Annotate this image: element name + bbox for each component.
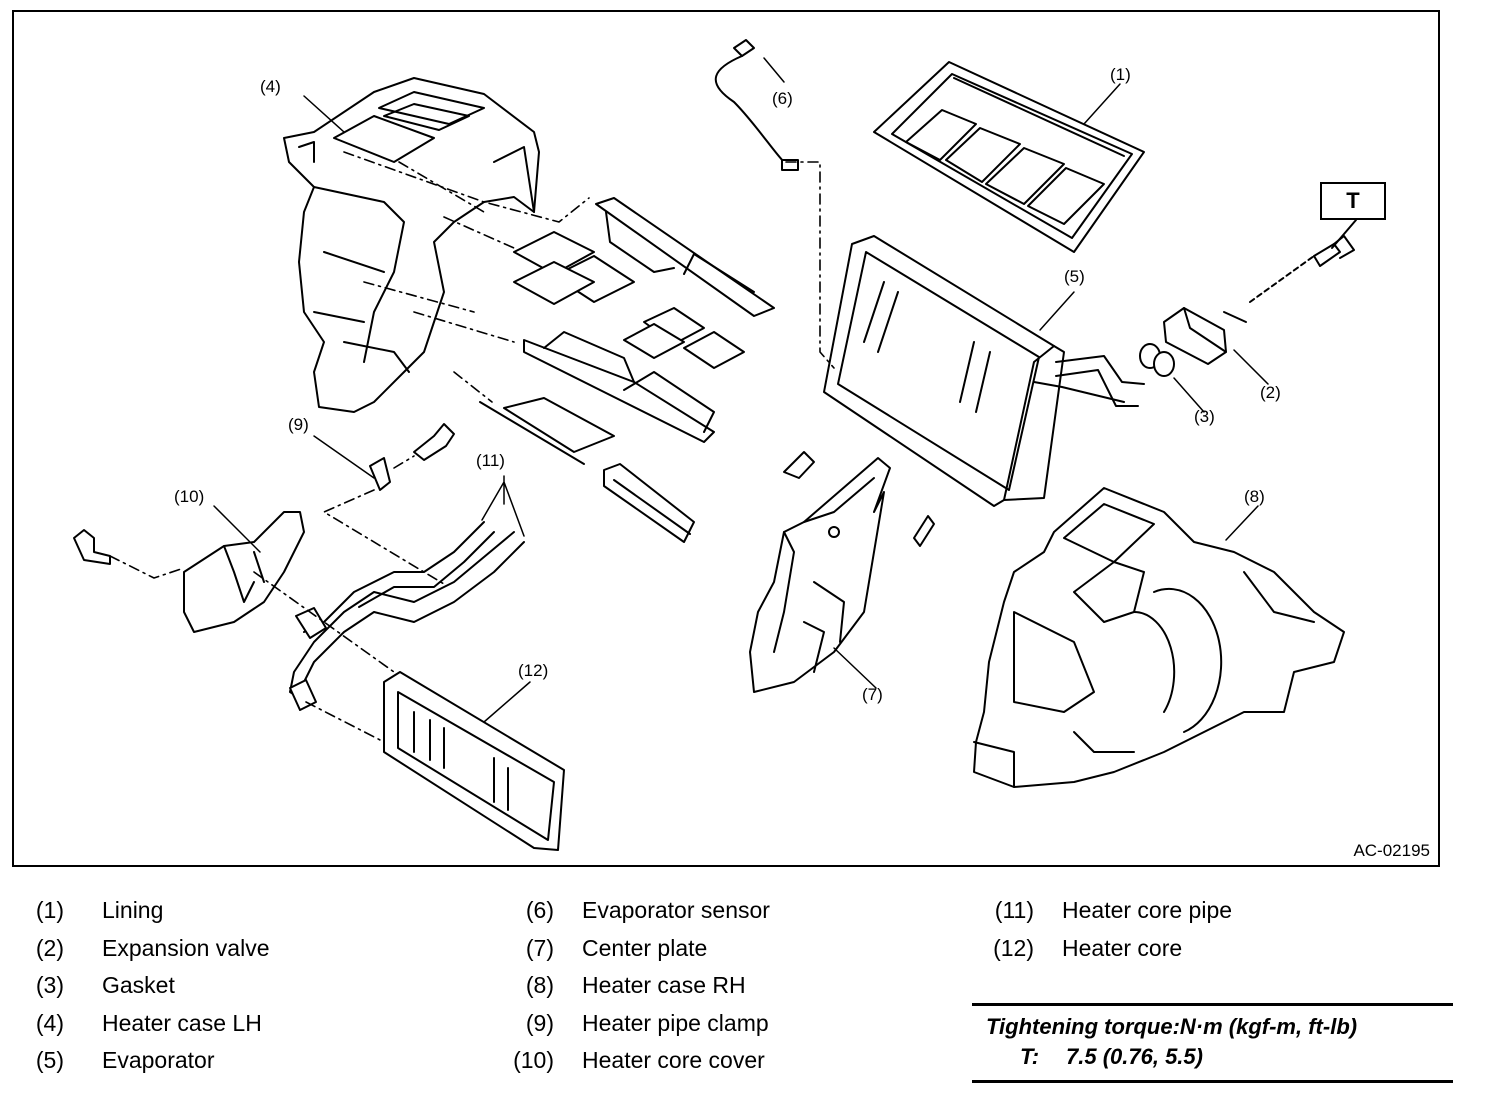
legend-column-3: (11) Heater core pipe (12) Heater core (970, 897, 1232, 972)
legend-column-2: (6) Evaporator sensor (7) Center plate (8)… (490, 897, 770, 1085)
torque-value: 7.5 (0.76, 5.5) (1066, 1044, 1203, 1069)
callout-10: (10) (174, 487, 205, 506)
legend-label: Expansion valve (102, 934, 270, 961)
legend-item: (3) Gasket (0, 972, 270, 1010)
legend-number: (10) (513, 1047, 554, 1073)
callout-3: (3) (1194, 407, 1215, 426)
legend-label: Lining (102, 897, 164, 923)
legend-label: Heater core pipe (1062, 897, 1233, 923)
legend-label: Heater case RH (582, 972, 746, 998)
legend-label: Gasket (102, 972, 175, 998)
legend-number: (1) (35, 897, 64, 923)
callout-7: (7) (862, 685, 883, 704)
callout-8: (8) (1244, 487, 1265, 506)
heater-core-cover-drawing (73, 511, 305, 633)
torque-value-row: T: 7.5 (0.76, 5.5) (972, 1044, 1453, 1080)
bolt-drawing (1249, 219, 1357, 303)
legend-item: (7) Center plate (490, 935, 770, 973)
heater-core-drawing (383, 671, 565, 851)
legend-number: (4) (35, 1009, 64, 1036)
legend-item: (8) Heater case RH (490, 972, 770, 1010)
heater-case-lh-drawing (283, 77, 540, 413)
legend-item: (9) Heater pipe clamp (490, 1010, 770, 1048)
callout-9: (9) (288, 415, 309, 434)
legend-number: (2) (35, 934, 64, 961)
torque-label: T: (1020, 1044, 1040, 1069)
callout-5: (5) (1064, 267, 1085, 286)
legend-label: Heater pipe clamp (582, 1009, 769, 1036)
legend-label: Heater case LH (102, 1009, 262, 1036)
heater-case-rh-drawing (973, 487, 1345, 788)
legend-number: (5) (35, 1047, 64, 1073)
exploded-diagram-frame: (4) (6) (1) (5) (2) (3) (8) (7) (9) (11)… (12, 10, 1440, 867)
legend-label: Evaporator sensor (582, 897, 770, 923)
legend-item: (11) Heater core pipe (970, 897, 1232, 935)
legend-item: (1) Lining (0, 897, 270, 935)
legend-number: (6) (525, 897, 554, 923)
legend-item: (6) Evaporator sensor (490, 897, 770, 935)
legend-column-1: (1) Lining (2) Expansion valve (3) Gasket (… (0, 897, 270, 1085)
figure-reference-code: AC-02195 (1353, 841, 1430, 860)
gasket-drawing (1139, 343, 1175, 377)
callout-11: (11) (476, 451, 505, 470)
callout-6: (6) (772, 89, 793, 108)
center-plate-drawing (749, 451, 935, 693)
torque-title: Tightening torque:N·m (kgf-m, ft-lb) (986, 1014, 1358, 1039)
tightening-torque-box: Tightening torque:N·m (kgf-m, ft-lb) T: 7… (972, 1003, 1453, 1083)
legend-item: (12) Heater core (970, 935, 1232, 973)
callout-4: (4) (260, 77, 281, 96)
legend-item: (5) Evaporator (0, 1047, 270, 1085)
torque-t-box: T (1320, 182, 1386, 220)
legend-item: (2) Expansion valve (0, 935, 270, 973)
evaporator-drawing (823, 235, 1145, 507)
legend-number: (9) (525, 1009, 554, 1036)
callout-1: (1) (1110, 65, 1131, 84)
evaporator-sensor-drawing (714, 39, 799, 171)
legend-number: (3) (35, 972, 64, 998)
legend-label: Heater core (1062, 934, 1183, 961)
callout-2: (2) (1260, 383, 1281, 402)
legend-number: (7) (525, 934, 554, 961)
callout-12: (12) (518, 661, 549, 680)
heater-core-pipe-drawing (289, 521, 525, 711)
leader-lines (213, 57, 1269, 723)
assembly-lines (109, 151, 835, 743)
exploded-diagram-drawing (73, 39, 1357, 851)
legend-item: (4) Heater case LH (0, 1010, 270, 1048)
damper-doors-drawing (479, 197, 775, 543)
legend-item: (10) Heater core cover (490, 1047, 770, 1085)
legend-number: (12) (993, 934, 1034, 961)
legend-label: Evaporator (102, 1047, 215, 1073)
legend-number: (8) (525, 972, 554, 998)
expansion-valve-drawing (1163, 307, 1247, 365)
legend-number: (11) (994, 897, 1034, 923)
heater-pipe-clamp-drawing (369, 423, 455, 491)
lining-drawing (873, 61, 1145, 253)
legend-label: Center plate (582, 934, 708, 961)
legend-label: Heater core cover (582, 1047, 765, 1073)
